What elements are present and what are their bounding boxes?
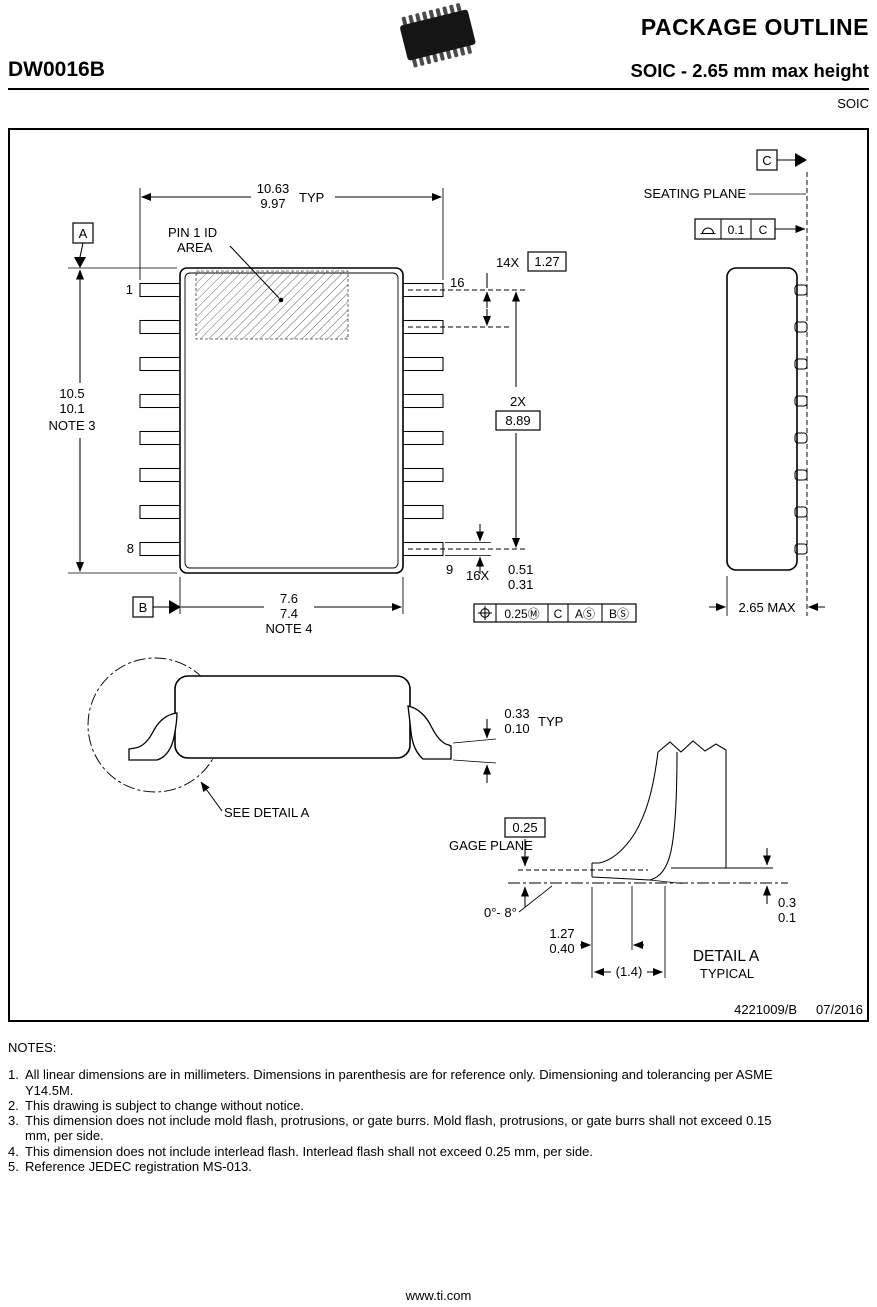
drawing-number: 4221009/B [734, 1002, 797, 1017]
note-item: 3. This dimension does not include mold … [8, 1113, 800, 1144]
position-tolerance-frame: 0.25Ⓜ C AⓈ BⓈ [473, 603, 637, 623]
pin-number-8: 8 [127, 541, 134, 556]
dim-length-note: NOTE 3 [49, 418, 96, 433]
top-view: PIN 1 ID AREA 10.63 9.97 TYP A 10 [49, 181, 637, 636]
seating-plane-tolerance-frame: 0.1 C [694, 218, 776, 240]
detail-a-title: DETAIL A [693, 948, 760, 965]
span-count: 2X [510, 394, 526, 409]
note-number: 1. [8, 1067, 19, 1083]
note-number: 3. [8, 1113, 19, 1129]
span-value: 8.89 [505, 413, 530, 428]
profile-view: SEE DETAIL A 0.33 0.10 TYP [87, 657, 563, 820]
see-detail-a-label: SEE DETAIL A [224, 805, 310, 820]
note-text: This dimension does not include interlea… [25, 1143, 593, 1159]
dim-overall-max: 10.63 [257, 181, 290, 196]
dim-overall-min: 9.97 [260, 196, 285, 211]
pin-number-9: 9 [446, 562, 453, 577]
revision-date: 07/2016 [816, 1002, 863, 1017]
note-item: 5. Reference JEDEC registration MS-013. [8, 1159, 800, 1174]
ti-chip-icon [400, 3, 476, 68]
pin1-id-hatch-area [195, 270, 349, 340]
gage-plane-label: GAGE PLANE [449, 838, 533, 853]
lead-angle-value: 0°- 8° [484, 905, 517, 920]
package-subtitle: SOIC - 2.65 mm max height [630, 60, 869, 81]
lead-thickness-min: 0.10 [504, 721, 529, 736]
pitch-value: 1.27 [534, 254, 559, 269]
seating-plane-icon [700, 227, 716, 235]
dim-body-note: NOTE 4 [266, 621, 313, 636]
datum-a-label: A [79, 226, 88, 241]
datum-c-triangle [795, 153, 807, 167]
dim-body-min: 7.4 [280, 606, 298, 621]
standoff-min: 0.1 [778, 910, 796, 925]
dim-body-max: 7.6 [280, 591, 298, 606]
header-rule [8, 88, 869, 90]
flatness-datum: C [759, 223, 768, 237]
note-number: 4. [8, 1143, 19, 1159]
pitch-count: 14X [496, 255, 519, 270]
gage-offset-value: 0.25 [512, 820, 537, 835]
dim-length-max: 10.5 [59, 386, 84, 401]
lead-thickness-qual: TYP [538, 714, 563, 729]
fcf-datum-2: AⓈ [575, 607, 595, 621]
note-item: 4. This dimension does not include inter… [8, 1144, 800, 1159]
note-text: This drawing is subject to change withou… [25, 1097, 304, 1113]
pin-number-1: 1 [126, 282, 133, 297]
note-text: Reference JEDEC registration MS-013. [25, 1159, 252, 1175]
position-tolerance-icon [478, 606, 492, 620]
lead-width-max: 0.51 [508, 562, 533, 577]
lead-thickness-max: 0.33 [504, 706, 529, 721]
datum-b-label: B [139, 600, 148, 615]
foot-length-max: 1.27 [549, 926, 574, 941]
document-type-title: PACKAGE OUTLINE [640, 14, 869, 40]
dim-max-height: 2.65 MAX [738, 600, 795, 615]
note-text: This dimension does not include mold fla… [25, 1113, 772, 1144]
datum-c-label: C [762, 153, 771, 168]
part-number: DW0016B [8, 58, 105, 81]
foot-length-min: 0.40 [549, 941, 574, 956]
package-outline-drawing: PIN 1 ID AREA 10.63 9.97 TYP A 10 [49, 149, 863, 1017]
notes-section: NOTES: 1. All linear dimensions are in m… [8, 1040, 800, 1174]
left-lead [128, 712, 178, 761]
pin1-id-label: PIN 1 ID [168, 225, 217, 240]
dim-overall-qual: TYP [299, 190, 324, 205]
detail-a-qualifier: TYPICAL [700, 966, 754, 981]
seating-plane-label: SEATING PLANE [644, 186, 747, 201]
flatness-tolerance: 0.1 [728, 223, 745, 237]
datum-a-triangle [74, 257, 86, 268]
note-number: 2. [8, 1097, 19, 1113]
dim-length-min: 10.1 [59, 401, 84, 416]
title-block: 4221009/B 07/2016 [734, 1002, 863, 1017]
note-text: All linear dimensions are in millimeters… [25, 1067, 773, 1098]
lead-width-min: 0.31 [508, 577, 533, 592]
note-item: 1. All linear dimensions are in millimet… [8, 1067, 800, 1098]
datum-b-triangle [169, 600, 181, 614]
note-number: 5. [8, 1159, 19, 1175]
right-lead [407, 705, 452, 760]
note-item: 2. This drawing is subject to change wit… [8, 1098, 800, 1113]
footer-url: www.ti.com [405, 1288, 472, 1303]
standoff-max: 0.3 [778, 895, 796, 910]
pin-number-16: 16 [450, 275, 464, 290]
pin1-id-label-2: AREA [177, 240, 213, 255]
detail-a-view: 0.25 GAGE PLANE 0°- 8° 1.27 0.40 (1.4) [449, 740, 796, 981]
drawing-frame: PIN 1 ID AREA 10.63 9.97 TYP A 10 [8, 128, 869, 1022]
notes-heading: NOTES: [8, 1040, 57, 1055]
fcf-datum-1: C [554, 607, 563, 621]
fcf-tolerance: 0.25Ⓜ [504, 607, 539, 621]
package-family-label: SOIC [837, 96, 869, 111]
lead-count: 16X [466, 568, 489, 583]
end-view: C SEATING PLANE 0.1 C [644, 149, 825, 616]
fcf-datum-3: BⓈ [609, 607, 629, 621]
pin1-leader-dot [278, 297, 284, 303]
ref-length-value: (1.4) [616, 964, 643, 979]
